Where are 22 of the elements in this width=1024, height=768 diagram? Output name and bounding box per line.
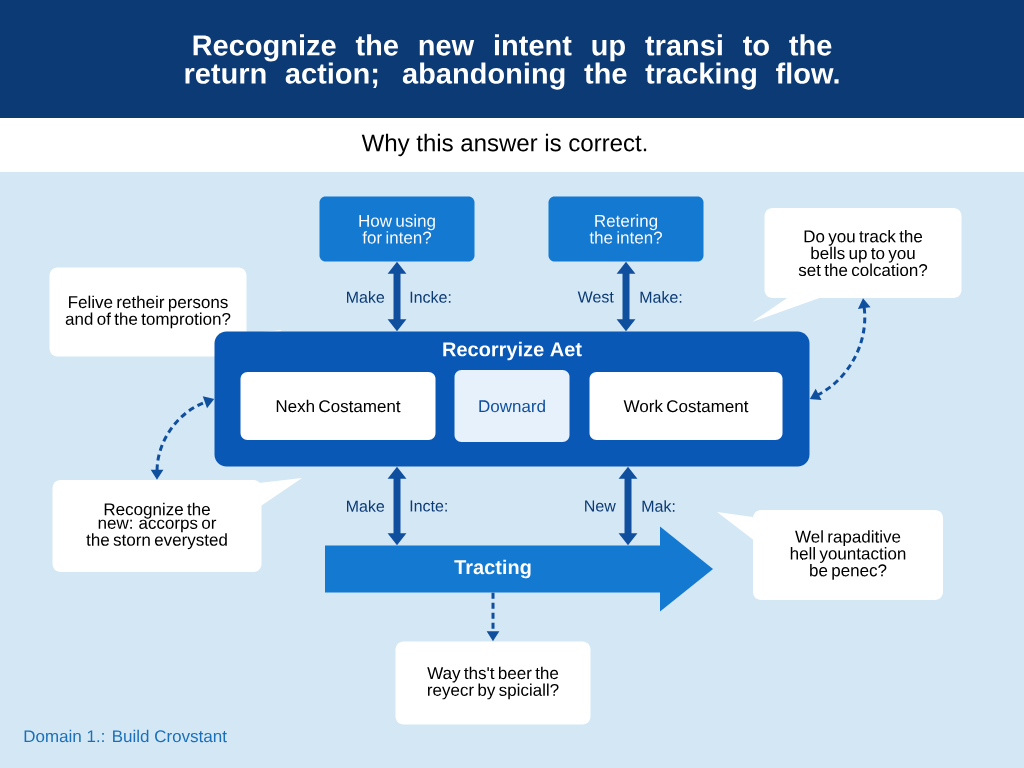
arrow-label: Incke: <box>410 291 451 303</box>
arrow-label: Incte: <box>410 500 447 512</box>
card: Downard <box>454 370 570 442</box>
arrow-label: New <box>585 500 616 512</box>
arrow-label: Make: <box>640 291 682 303</box>
speech-bubble: Way ths't beer the reyecr by spiciall? <box>395 641 591 725</box>
speech-bubble: Felive retheir persons and of the tomprotion? <box>49 267 282 357</box>
card: Nexh Costament <box>240 372 436 440</box>
pointed-banner: Tracting <box>325 526 713 612</box>
subtitle: Why this answer is correct. <box>361 133 647 157</box>
card: Work Costament <box>589 372 783 440</box>
arrow-label: Make <box>347 291 385 303</box>
footer-text: Domain 1.: Build Crovstant <box>24 729 227 743</box>
speech-bubble: Wel rapaditive hell yountaction be penec? <box>717 510 943 600</box>
arrow-label: West <box>577 291 614 303</box>
title-banner: Recognize the new intent up transi to the return action; abandoning the tracking flow. <box>0 0 1024 118</box>
question-box: How using for inten? <box>319 196 475 262</box>
speech-bubble: Recognize the new: accorps or the storn everysted <box>52 478 302 572</box>
arrow-label: Make <box>347 500 385 512</box>
question-box: Retering the inten? <box>548 196 704 262</box>
speech-bubble: Do you track the bells up to you set the colcation? <box>752 208 962 322</box>
arrow-label: Mak: <box>642 500 675 512</box>
